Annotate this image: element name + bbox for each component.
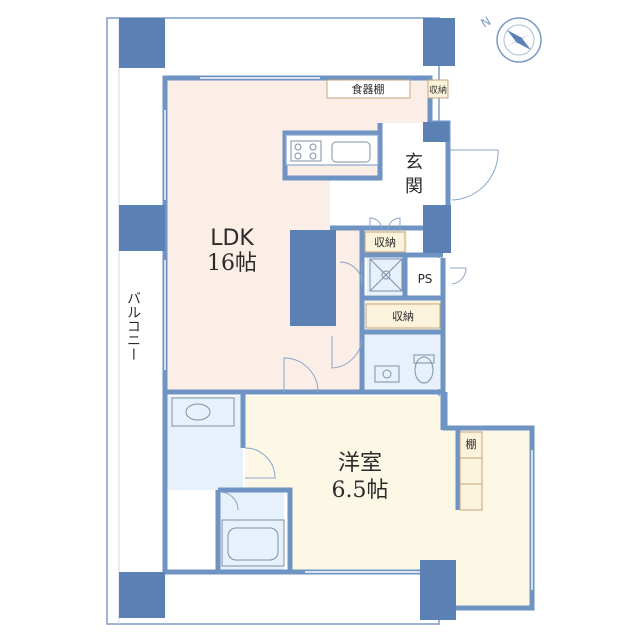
column bbox=[119, 18, 165, 68]
closet-top: 収納 bbox=[427, 79, 449, 99]
closet-top-label: 収納 bbox=[429, 84, 447, 96]
compass-icon: N bbox=[479, 14, 542, 63]
bathtub bbox=[221, 519, 285, 567]
toilet bbox=[374, 354, 435, 384]
cupboard: 食器棚 bbox=[326, 79, 411, 99]
pipe-space-label: PS bbox=[418, 272, 433, 286]
laundry-pan bbox=[369, 258, 403, 292]
doors bbox=[219, 261, 363, 511]
cupboard-label: 食器棚 bbox=[352, 82, 385, 96]
ldk-name: LDK bbox=[210, 226, 254, 251]
western-size: 6.5帖 bbox=[332, 478, 389, 503]
shelf: 棚 bbox=[459, 431, 483, 511]
kitchen-counter bbox=[285, 134, 379, 166]
entrance-floor bbox=[330, 123, 440, 228]
compass-north: N bbox=[479, 14, 494, 31]
washroom-floor bbox=[165, 396, 243, 490]
sink-icon bbox=[331, 141, 371, 163]
columns bbox=[119, 18, 456, 620]
ps-floor bbox=[408, 258, 442, 296]
column bbox=[423, 205, 451, 253]
column bbox=[423, 122, 449, 142]
column bbox=[420, 560, 456, 620]
toilet-floor bbox=[364, 333, 442, 389]
closet-entrance-label: 収納 bbox=[374, 236, 396, 249]
column bbox=[119, 205, 165, 251]
closet-entrance: 収納 bbox=[364, 217, 406, 253]
column bbox=[290, 230, 336, 326]
column bbox=[423, 18, 455, 66]
windows bbox=[164, 77, 533, 590]
column bbox=[119, 572, 165, 618]
shelf-label: 棚 bbox=[466, 437, 477, 451]
washbasin bbox=[171, 397, 235, 427]
entrance-label: 玄 bbox=[405, 152, 423, 173]
ldk-size: 16帖 bbox=[207, 251, 257, 276]
front-door bbox=[450, 149, 499, 285]
entrance-label-2: 関 bbox=[405, 176, 423, 197]
closet-middle: 収納 bbox=[365, 303, 441, 329]
closet-middle-label: 収納 bbox=[392, 310, 414, 323]
stove-icon bbox=[290, 140, 322, 162]
western-name: 洋室 bbox=[338, 451, 382, 476]
balcony-label: バルコニー bbox=[125, 291, 141, 361]
bathroom-floor bbox=[218, 490, 284, 570]
